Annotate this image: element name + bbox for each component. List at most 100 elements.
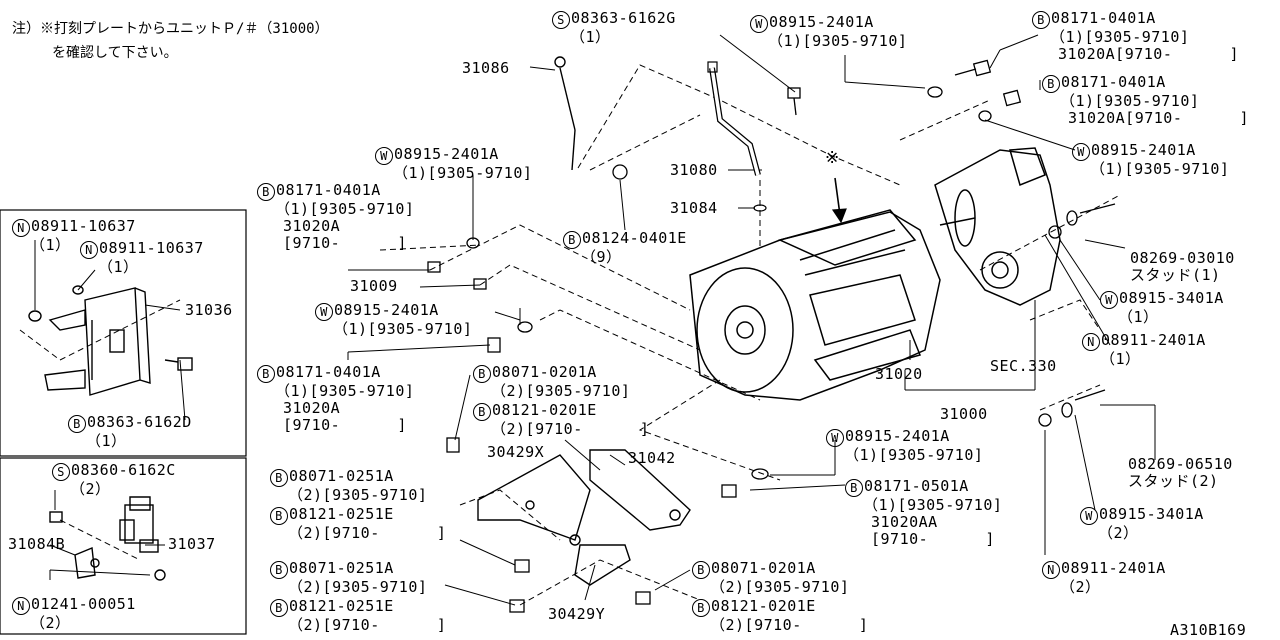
prefix-n-circle: N (12, 597, 30, 615)
quantity: （2） (70, 480, 111, 498)
prefix-b-circle: B (257, 183, 275, 201)
part-number: 08171-0401A (276, 181, 381, 199)
prefix-w-circle: W (750, 15, 768, 33)
prefix-b-circle: B (473, 403, 491, 421)
callout-stud-08269-03010: 08269-03010 スタッド(1) (1130, 250, 1235, 284)
part-number: 08171-0401A (1051, 9, 1156, 27)
part-number: 08363-6162D (87, 413, 192, 431)
quantity-range: （2)[9305-9710] (491, 382, 631, 400)
diagram-code: A310B169 (1170, 621, 1247, 639)
part-number: 08071-0201A (492, 363, 597, 381)
alt-range: [9710- ] (871, 530, 995, 548)
alt-range: [9710- ] (283, 416, 407, 434)
quantity: （1） (98, 258, 139, 276)
part-label-31037: 31037 (168, 535, 216, 553)
part-label-31086: 31086 (462, 59, 510, 77)
inset-box-31036 (0, 209, 247, 457)
quantity-range: （1)[9305-9710] (863, 496, 1003, 514)
part-number: 08071-0251A (289, 467, 394, 485)
part-label-31020: 31020 (875, 365, 923, 383)
prefix-b-circle: B (270, 469, 288, 487)
part-number: 08121-0251E (289, 505, 394, 523)
quantity-range: （2)[9710- ] (710, 616, 869, 634)
prefix-b-circle: B (270, 561, 288, 579)
quantity-range: （2)[9305-9710] (288, 578, 428, 596)
quantity: （1） (1100, 350, 1141, 368)
prefix-b-circle: B (68, 415, 86, 433)
part-number: 08911-10637 (31, 217, 136, 235)
part-label-sec330: SEC.330 (990, 357, 1057, 375)
part-number: 08121-0251E (289, 597, 394, 615)
note-line-2: を確認して下さい。 (52, 45, 178, 61)
part-label-31000: 31000 (940, 405, 988, 423)
prefix-w-circle: W (1072, 143, 1090, 161)
part-number: 01241-00051 (31, 595, 136, 613)
alt-part: 31020A (283, 399, 341, 417)
prefix-w-circle: W (826, 429, 844, 447)
prefix-s-circle: S (552, 11, 570, 29)
alt-part: 31020A[9710- ] (1068, 109, 1250, 127)
quantity: （2） (30, 614, 71, 632)
quantity-range: （1)[9305-9710] (1050, 28, 1190, 46)
quantity-range: （2)[9710- ] (288, 524, 447, 542)
quantity-range: （1)[9305-9710] (275, 382, 415, 400)
quantity-range: （2)[9710- ] (288, 616, 447, 634)
part-number: 08269-03010 (1130, 249, 1235, 267)
part-number: 08915-2401A (769, 13, 874, 31)
prefix-b-circle: B (270, 507, 288, 525)
quantity: （1） (570, 28, 611, 46)
prefix-w-circle: W (1080, 507, 1098, 525)
part-label-31084b: 31084B (8, 535, 66, 553)
part-number: 08915-2401A (1091, 141, 1196, 159)
alt-part: 31020A[9710- ] (1058, 45, 1240, 63)
quantity-range: （2)[9710- ] (491, 420, 650, 438)
part-number: 08124-0401E (582, 229, 687, 247)
part-number: 08915-2401A (394, 145, 499, 163)
prefix-b-circle: B (1032, 11, 1050, 29)
part-label-31080: 31080 (670, 161, 718, 179)
part-number: 08911-2401A (1061, 559, 1166, 577)
part-number: 08071-0251A (289, 559, 394, 577)
note-line-1: 注）※打刻プレートからユニットＰ/＃（31000） (12, 21, 329, 37)
quantity-range: （2)[9305-9710] (288, 486, 428, 504)
quantity: （9） (581, 248, 622, 266)
stud-quantity: スタッド(1) (1130, 266, 1221, 284)
part-number: 08171-0401A (1061, 73, 1166, 91)
quantity: （2） (1098, 524, 1139, 542)
alt-part: 31020A (283, 217, 341, 235)
quantity: （1） (86, 432, 127, 450)
part-number: 08121-0201E (711, 597, 816, 615)
quantity-range: （1)[9305-9710] (393, 164, 533, 182)
prefix-b-circle: B (563, 231, 581, 249)
quantity-range: （1)[9305-9710] (768, 32, 908, 50)
alt-range: [9710- ] (283, 234, 407, 252)
part-label-31009: 31009 (350, 277, 398, 295)
part-number: 08915-2401A (845, 427, 950, 445)
prefix-n-circle: N (12, 219, 30, 237)
part-label-31084: 31084 (670, 199, 718, 217)
prefix-b-circle: B (692, 599, 710, 617)
asterisk-marker: ※ (825, 148, 840, 168)
quantity-range: （1)[9305-9710] (1090, 160, 1230, 178)
part-label-30429x: 30429X (487, 443, 545, 461)
quantity: （2） (1060, 578, 1101, 596)
part-label-31042: 31042 (628, 449, 676, 467)
